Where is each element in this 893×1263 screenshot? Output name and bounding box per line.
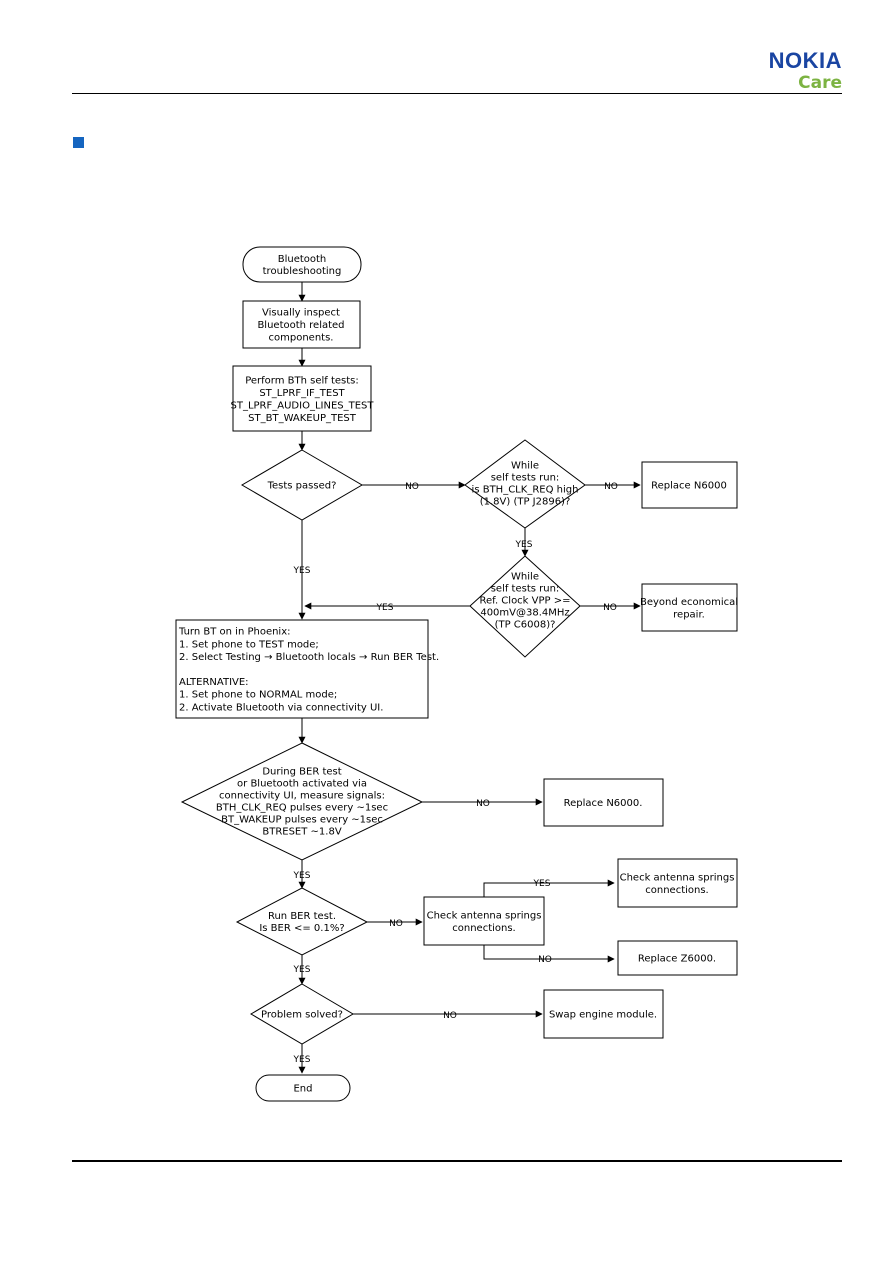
swap-engine-box — [543, 989, 664, 1039]
clk-req-line: self tests run: — [491, 473, 560, 484]
replace-z6000-box — [617, 940, 738, 976]
ref-clock-decision — [469, 555, 581, 658]
selftests-line: ST_BT_WAKEUP_TEST — [248, 413, 357, 424]
label-no-ref: NO — [603, 603, 617, 613]
label-no-springs: NO — [538, 955, 552, 965]
inspect-line: Bluetooth related — [257, 320, 344, 331]
ber-signals-line: BT_WAKEUP pulses every ~1sec — [221, 815, 383, 826]
check-springs-mid-line: connections. — [452, 923, 516, 934]
clk-req-line: (1.8V) (TP J2896)? — [480, 497, 571, 508]
ref-clock-line: self tests run: — [491, 584, 560, 595]
check-springs-box-mid — [423, 896, 545, 946]
selftests-box — [232, 365, 372, 432]
start-line: troubleshooting — [263, 266, 342, 277]
label-no-clk: NO — [604, 482, 618, 492]
run-ber-line: Run BER test. — [268, 911, 336, 922]
problem-solved-line: Problem solved? — [261, 1010, 343, 1021]
logo-sub: Care — [798, 73, 842, 93]
label-no-run-ber: NO — [389, 919, 403, 929]
turn-bt-on-line: 2. Select Testing → Bluetooth locals → R… — [179, 652, 439, 663]
label-yes-run-ber: YES — [293, 965, 311, 975]
label-no-ber: NO — [476, 799, 490, 809]
check-springs-top-line: Check antenna springs — [620, 872, 735, 883]
run-ber-decision — [235, 887, 369, 956]
end-line: End — [293, 1084, 312, 1095]
tests-passed-decision — [241, 449, 363, 521]
tests-passed-line: Tests passed? — [267, 481, 337, 492]
label-no-tests: NO — [405, 482, 419, 492]
section-bullet-icon — [73, 137, 84, 148]
inspect-box — [242, 300, 361, 349]
ref-clock-line: 400mV@38.4MHz — [480, 608, 569, 619]
inspect-line: components. — [269, 333, 334, 344]
ref-clock-line: While — [511, 572, 539, 583]
ber-signals-line: During BER test — [262, 767, 341, 778]
check-springs-mid-line: Check antenna springs — [427, 910, 542, 921]
clk-req-line: While — [511, 461, 539, 472]
ber-signals-line: connectivity UI, measure signals: — [219, 791, 385, 802]
label-yes-clk: YES — [515, 540, 533, 550]
selftests-line: Perform BTh self tests: — [245, 375, 359, 386]
check-springs-top-line: connections. — [645, 885, 709, 896]
turn-bt-on-box — [175, 619, 429, 719]
beyond-line: Beyond economical — [640, 597, 738, 608]
end-terminal — [255, 1074, 351, 1102]
selftests-line: ST_LPRF_AUDIO_LINES_TEST — [231, 400, 375, 411]
ber-signals-decision — [180, 742, 424, 861]
label-yes-ref: YES — [376, 603, 394, 613]
ber-signals-line: or Bluetooth activated via — [237, 779, 367, 790]
turn-bt-on-line: ALTERNATIVE: — [179, 677, 249, 688]
selftests-line: ST_LPRF_IF_TEST — [259, 388, 345, 399]
turn-bt-on-line: 2. Activate Bluetooth via connectivity U… — [179, 702, 383, 713]
label-yes-tests: YES — [293, 566, 311, 576]
replace-z6000-line: Replace Z6000. — [638, 954, 716, 965]
replace-n6000-a-line: Replace N6000 — [651, 481, 727, 492]
beyond-line: repair. — [673, 609, 705, 620]
check-springs-box-top — [617, 858, 738, 908]
inspect-line: Visually inspect — [262, 308, 340, 319]
connectors — [298, 282, 641, 1074]
ref-clock-line: Ref. Clock VPP >= — [480, 596, 571, 607]
beyond-repair-box — [641, 583, 738, 632]
clk-req-line: is BTH_CLK_REQ high — [472, 485, 579, 496]
replace-n6000-b-line: Replace N6000. — [564, 798, 643, 809]
run-ber-line: Is BER <= 0.1%? — [259, 923, 344, 934]
turn-bt-on-line: Turn BT on in Phoenix: — [178, 627, 291, 638]
ber-signals-line: BTRESET ~1.8V — [262, 827, 341, 838]
label-yes-springs: YES — [533, 879, 551, 889]
start-line: Bluetooth — [278, 254, 327, 265]
label-yes-ber: YES — [293, 871, 311, 881]
start-terminal — [242, 246, 362, 283]
label-yes-solved: YES — [293, 1055, 311, 1065]
replace-n6000-box-a — [641, 461, 738, 509]
swap-engine-line: Swap engine module. — [549, 1010, 657, 1021]
label-no-solved: NO — [443, 1011, 457, 1021]
replace-n6000-box-b — [543, 778, 664, 827]
turn-bt-on-line: 1. Set phone to NORMAL mode; — [179, 690, 337, 701]
nokia-care-logo: NOKIA Care — [768, 48, 842, 94]
problem-solved-decision — [250, 983, 354, 1045]
footer-rule — [72, 1160, 842, 1162]
header-rule — [72, 93, 842, 94]
logo-brand: NOKIA — [768, 48, 842, 73]
ber-signals-line: BTH_CLK_REQ pulses every ~1sec — [216, 803, 388, 814]
ref-clock-line: (TP C6008)? — [495, 620, 556, 631]
turn-bt-on-line: 1. Set phone to TEST mode; — [179, 639, 319, 650]
clk-req-decision — [464, 439, 586, 529]
